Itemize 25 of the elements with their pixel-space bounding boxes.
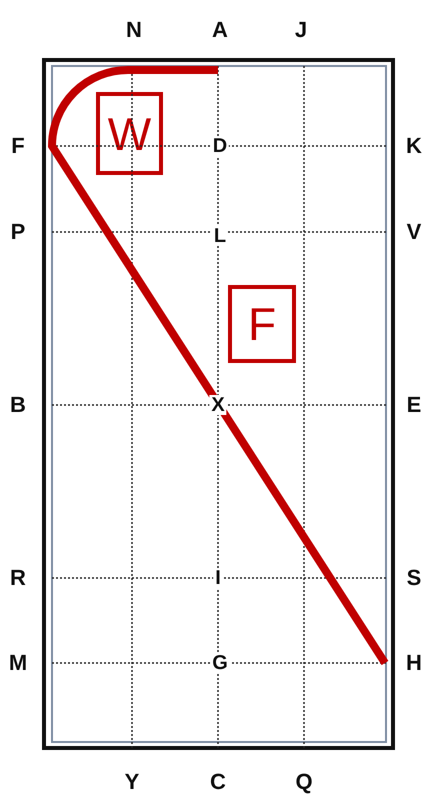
arena-marker-letter: K (406, 135, 422, 157)
arena-center-letter: X (209, 395, 227, 415)
arena-marker-letter: M (8, 652, 28, 674)
arena-marker-letter: F (11, 135, 25, 157)
arena-marker-letter: S (406, 567, 422, 589)
arena-marker-letter: P (10, 221, 26, 243)
arena-marker-letter: E (406, 394, 422, 416)
arena-marker-letter: B (10, 394, 26, 416)
arena-marker-letter: H (406, 652, 422, 674)
arena-center-letter: L (212, 226, 228, 246)
gait-marker-box (228, 285, 296, 363)
arena-marker-letter: A (212, 19, 228, 41)
arena-center-letter: I (213, 568, 223, 588)
gait-letter: F (248, 301, 276, 347)
arena-marker-letter: J (294, 19, 308, 41)
arena-center-letter: D (210, 136, 230, 156)
arena-marker-letter: N (126, 19, 142, 41)
arena-marker-letter: Y (124, 771, 140, 793)
arena-marker-letter: C (210, 771, 226, 793)
arena-marker-letter: Q (295, 771, 313, 793)
arena-center-letter: G (210, 653, 230, 673)
arena-marker-letter: R (10, 567, 26, 589)
arena-marker-letter: V (406, 221, 422, 243)
gait-letter: W (108, 110, 152, 156)
gait-marker-box (96, 92, 163, 175)
